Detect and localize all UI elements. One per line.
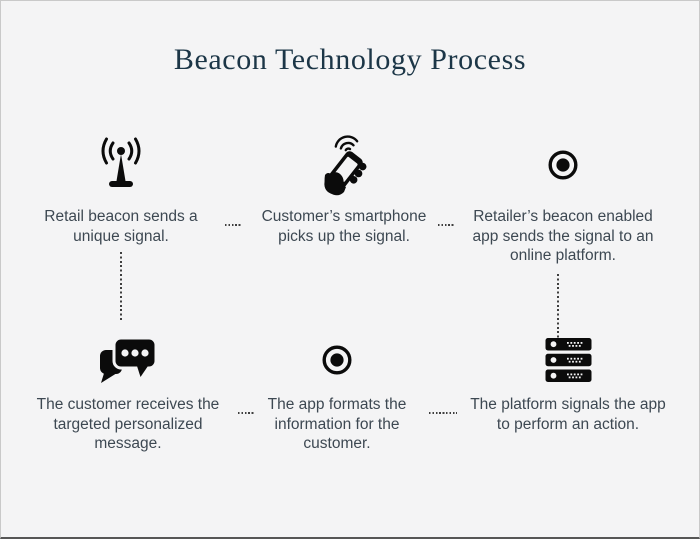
step-label: Retailer’s beacon enabled app sends the … [472, 208, 654, 264]
beacon-antenna-icon [11, 129, 231, 201]
dotted-connector-right-vertical [557, 274, 559, 339]
step-label: Customer’s smartphone picks up the signa… [261, 208, 427, 245]
step-app-formats-info: The app formats the information for the … [227, 331, 447, 454]
dotted-connector-r2-c2-c3 [429, 412, 457, 414]
page-title: Beacon Technology Process [173, 43, 527, 76]
chat-messages-icon [18, 331, 238, 389]
record-dot-icon [227, 331, 447, 389]
dotted-connector-r1-c1-c2 [225, 224, 241, 226]
dotted-connector-r2-c1-c2 [238, 412, 254, 414]
step-app-sends-signal: Retailer’s beacon enabled app sends the … [453, 129, 673, 266]
dotted-connector-r1-c2-c3 [438, 224, 454, 226]
server-stack-icon [458, 331, 678, 389]
step-label: The platform signals the app to perform … [470, 396, 666, 433]
smartphone-in-hand-icon [234, 129, 454, 201]
step-retail-beacon: Retail beacon sends a unique signal. [11, 129, 231, 246]
step-smartphone-pickup: Customer’s smartphone picks up the signa… [234, 129, 454, 246]
step-customer-receives-message: The customer receives the targeted perso… [18, 331, 238, 454]
step-label: Retail beacon sends a unique signal. [44, 208, 198, 245]
step-platform-signals-app: The platform signals the app to perform … [458, 331, 678, 434]
step-label: The customer receives the targeted perso… [36, 396, 220, 452]
record-dot-icon [453, 129, 673, 201]
dotted-connector-left-vertical [120, 252, 122, 321]
step-label: The app formats the information for the … [267, 396, 407, 452]
